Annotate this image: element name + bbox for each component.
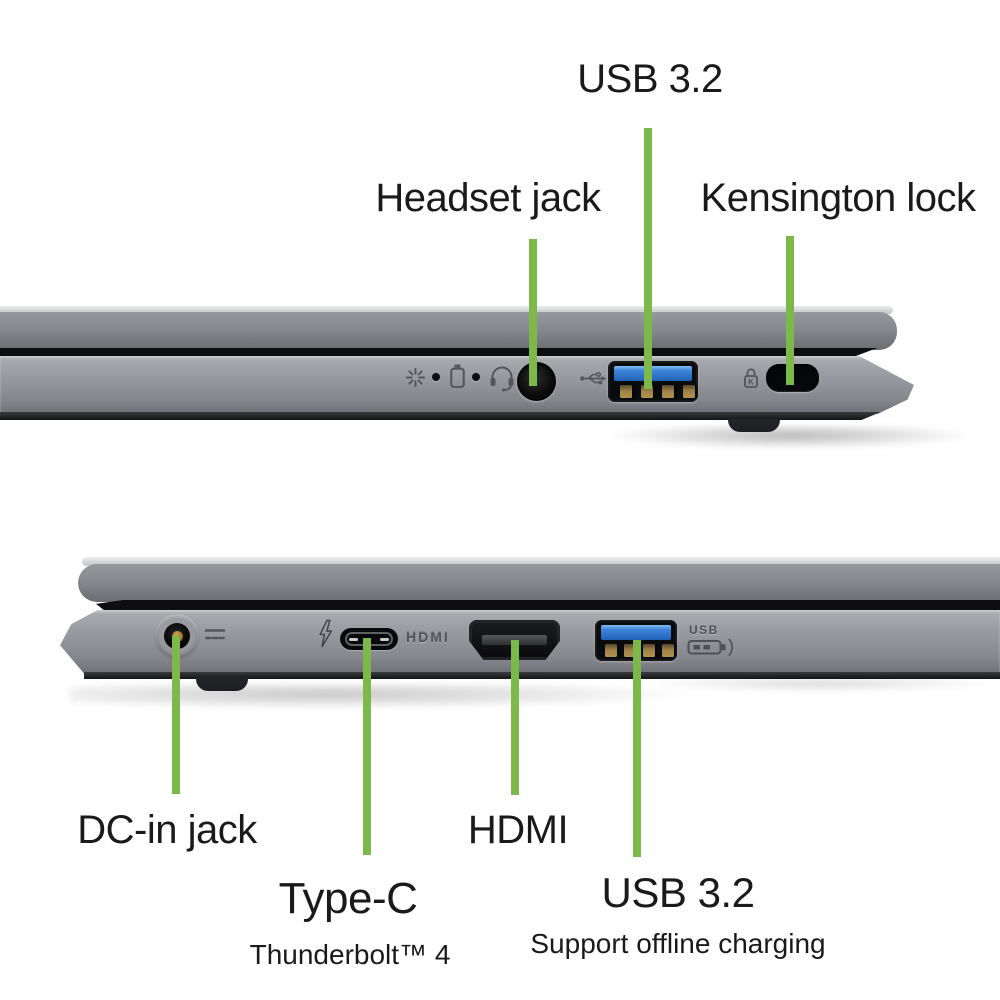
laptop-shadow [590, 426, 990, 450]
hinge-gap [0, 348, 878, 358]
headset-icon [488, 363, 516, 393]
label-usb32-right: USB 3.2 [577, 57, 723, 101]
lid-top-highlight [82, 557, 1000, 566]
power-indicator-icon [404, 366, 427, 389]
callout-line-typec [363, 638, 371, 855]
base-underside [0, 412, 881, 420]
kensington-k-letter: K [748, 378, 754, 387]
callout-line-headset [529, 239, 537, 386]
thunderbolt-icon [316, 619, 335, 648]
hdmi-embossed-label: HDMI [406, 629, 450, 645]
battery-led [472, 373, 480, 381]
usb-pin [683, 385, 695, 398]
rubber-foot [196, 677, 248, 691]
callout-line-usb-right [644, 128, 652, 389]
usb-pin [662, 644, 674, 657]
label-hdmi: HDMI [467, 808, 569, 852]
usb-a-port-right [608, 361, 698, 402]
base-underside [84, 672, 1000, 679]
usb-pin [662, 385, 674, 398]
callout-line-dc [172, 636, 180, 794]
usb-port-tongue [614, 366, 692, 381]
usb-pin [605, 644, 617, 657]
callout-line-hdmi [511, 640, 519, 795]
callout-line-usb-left [633, 640, 641, 857]
lid-top-highlight [0, 306, 893, 314]
usb-pin [643, 644, 655, 657]
usb-icon [579, 369, 607, 388]
usb-port-tongue [601, 625, 671, 640]
label-thunderbolt-4: Thunderbolt™ 4 [249, 939, 451, 970]
laptop-shadow [70, 684, 710, 710]
callout-line-kensington [786, 236, 794, 385]
usb-pin [620, 385, 632, 398]
label-kensington-lock: Kensington lock [700, 176, 976, 220]
label-headset-jack: Headset jack [375, 176, 601, 220]
laptop-shadow-right [640, 678, 1000, 692]
battery-indicator-icon [447, 363, 468, 390]
kensington-lock-icon: K [742, 366, 760, 390]
usb-charging-icon: USB [687, 624, 741, 662]
dc-in-icon [203, 627, 227, 642]
power-led [432, 373, 440, 381]
label-type-c: Type-C [278, 874, 418, 923]
usb-c-contact [349, 637, 358, 641]
rubber-foot [728, 419, 780, 432]
laptop-lid [78, 564, 1000, 602]
hinge-gap [96, 600, 1000, 611]
label-dc-in-jack: DC-in jack [77, 808, 257, 852]
label-offline-charging: Support offline charging [530, 928, 826, 959]
laptop-lid [0, 312, 897, 350]
label-usb32-left: USB 3.2 [601, 869, 755, 916]
usb-c-contact [380, 637, 389, 641]
usb-charging-text: USB [689, 623, 719, 637]
